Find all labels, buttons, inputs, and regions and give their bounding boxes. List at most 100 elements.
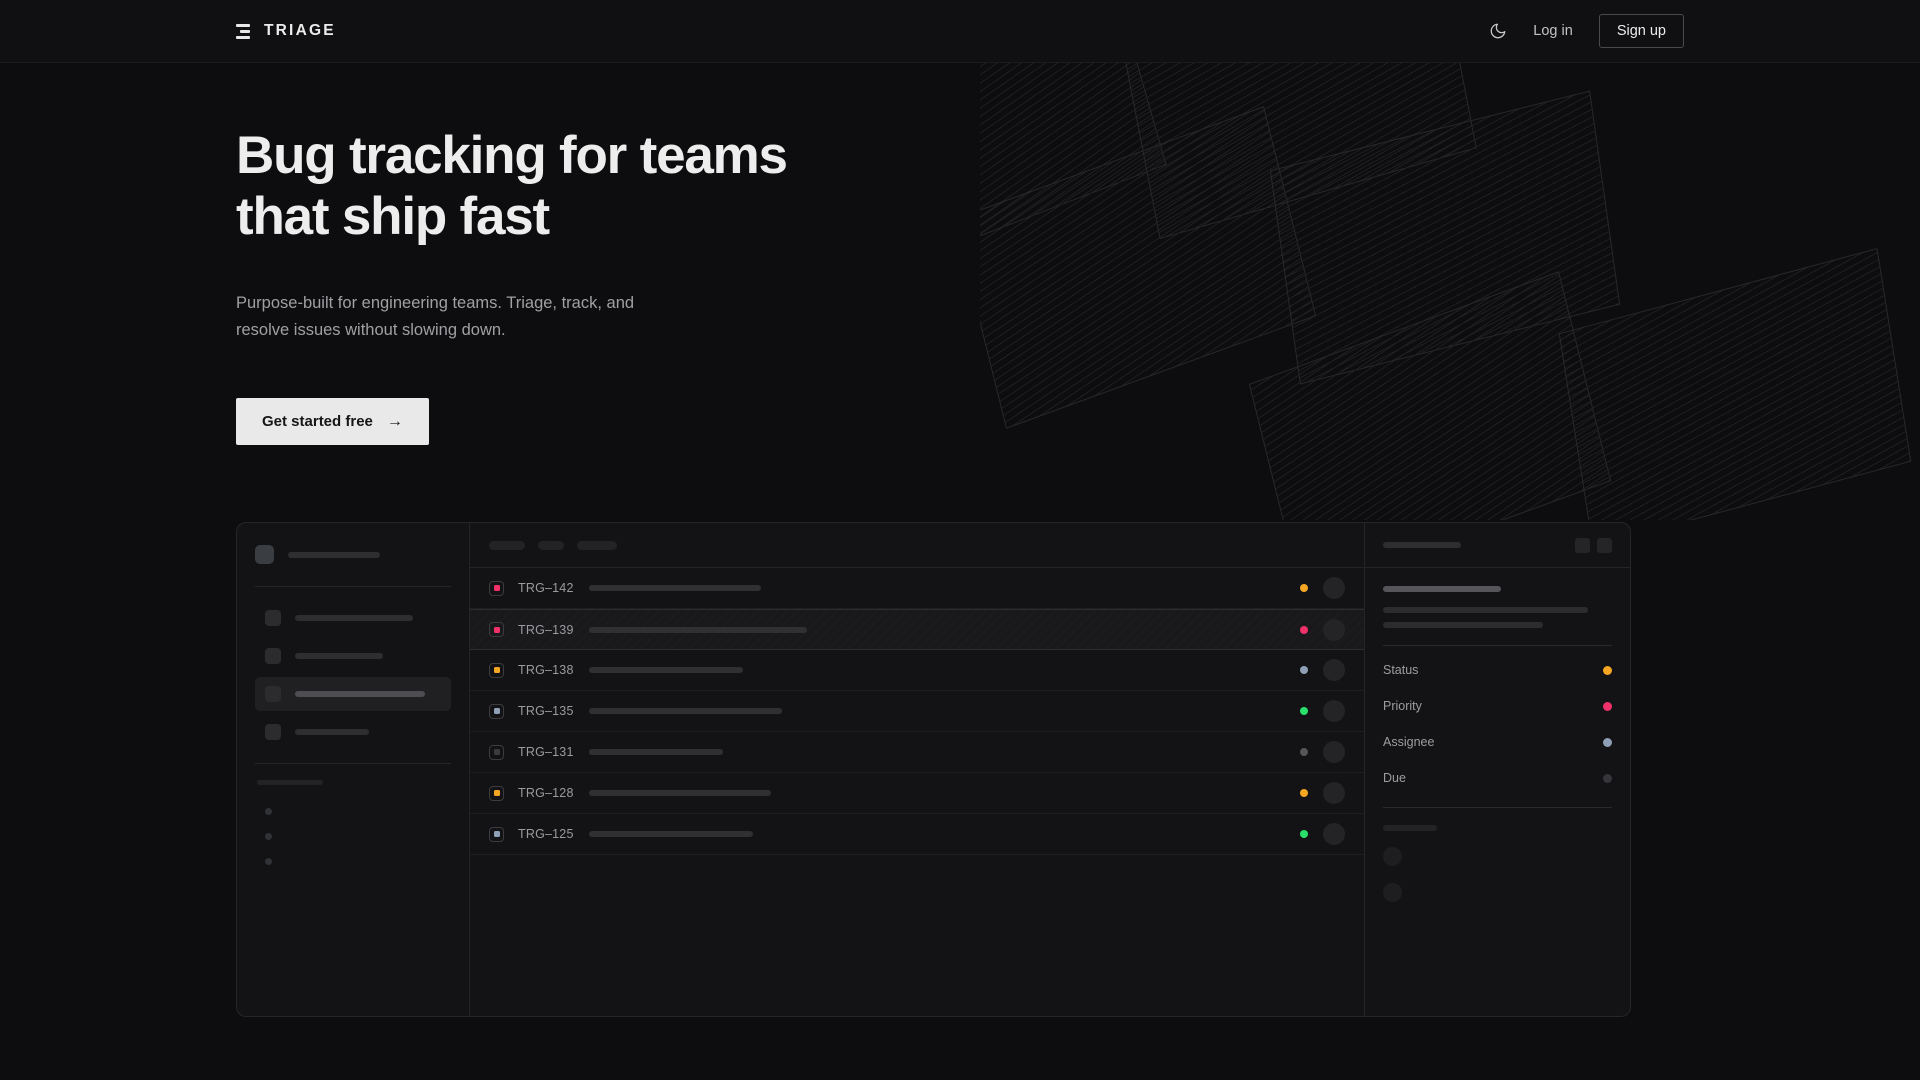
status-dot-icon bbox=[1300, 748, 1308, 756]
comments-label-placeholder bbox=[1383, 825, 1437, 831]
issue-title-placeholder bbox=[589, 831, 753, 837]
moon-icon[interactable] bbox=[1489, 22, 1507, 40]
hero-section: Bug tracking for teams that ship fast Pu… bbox=[236, 125, 787, 445]
table-row[interactable]: TRG–135 bbox=[470, 691, 1364, 732]
detail-divider bbox=[1383, 645, 1612, 646]
detail-property-row[interactable]: Due bbox=[1383, 771, 1612, 785]
toolbar-chip[interactable] bbox=[489, 541, 525, 550]
status-dot-icon bbox=[1300, 707, 1308, 715]
detail-property-row[interactable]: Assignee bbox=[1383, 735, 1612, 749]
table-row[interactable]: TRG–139 bbox=[470, 609, 1364, 650]
ribbon-shape bbox=[1249, 271, 1611, 520]
nav-actions: Log in Sign up bbox=[1489, 14, 1684, 48]
detail-heading-placeholder bbox=[1383, 586, 1501, 592]
sidebar-item[interactable] bbox=[255, 715, 451, 749]
property-value-dot-icon bbox=[1603, 738, 1612, 747]
toolbar-chip[interactable] bbox=[538, 541, 564, 550]
hero-subtitle: Purpose-built for engineering teams. Tri… bbox=[236, 290, 787, 343]
ribbon-shape bbox=[1270, 91, 1620, 385]
arrow-right-icon: → bbox=[387, 414, 403, 430]
issue-id: TRG–138 bbox=[518, 663, 574, 677]
sidebar-item-label-placeholder bbox=[295, 653, 383, 659]
ribbon-shape bbox=[980, 106, 1316, 429]
issue-rows: TRG–142TRG–139TRG–138TRG–135TRG–131TRG–1… bbox=[470, 568, 1364, 855]
detail-panel-header bbox=[1365, 523, 1630, 568]
table-row[interactable]: TRG–125 bbox=[470, 814, 1364, 855]
get-started-button[interactable]: Get started free → bbox=[236, 398, 429, 445]
detail-text-placeholder bbox=[1383, 607, 1588, 613]
sidebar-project-list bbox=[255, 799, 451, 874]
project-dot-icon bbox=[265, 833, 272, 840]
issue-id: TRG–125 bbox=[518, 827, 574, 841]
table-row[interactable]: TRG–138 bbox=[470, 650, 1364, 691]
detail-property-row[interactable]: Status bbox=[1383, 663, 1612, 677]
ribbon-shape bbox=[1559, 248, 1912, 520]
property-value-dot-icon bbox=[1603, 666, 1612, 675]
issue-title-placeholder bbox=[589, 790, 771, 796]
sidebar-divider bbox=[255, 586, 451, 587]
sidebar-item-icon bbox=[265, 686, 281, 702]
issue-title-placeholder bbox=[589, 627, 807, 633]
avatar bbox=[1323, 619, 1345, 641]
sidebar-workspace-header[interactable] bbox=[255, 545, 451, 564]
issue-id: TRG–128 bbox=[518, 786, 574, 800]
priority-icon[interactable] bbox=[489, 786, 504, 801]
table-row[interactable]: TRG–142 bbox=[470, 568, 1364, 609]
priority-icon[interactable] bbox=[489, 581, 504, 596]
issue-id: TRG–135 bbox=[518, 704, 574, 718]
app-preview-mockup: TRG–142TRG–139TRG–138TRG–135TRG–131TRG–1… bbox=[236, 522, 1631, 1017]
detail-description-placeholder bbox=[1383, 607, 1612, 628]
sidebar-item-active[interactable] bbox=[255, 677, 451, 711]
sidebar-item-icon bbox=[265, 610, 281, 626]
detail-title-placeholder bbox=[1383, 542, 1461, 548]
ribbon-shape bbox=[1123, 40, 1477, 239]
issue-id: TRG–139 bbox=[518, 623, 574, 637]
sidebar-item[interactable] bbox=[255, 639, 451, 673]
priority-icon[interactable] bbox=[489, 663, 504, 678]
issue-title-placeholder bbox=[589, 585, 761, 591]
mockup-detail-panel: StatusPriorityAssigneeDue bbox=[1364, 523, 1630, 1016]
table-row[interactable]: TRG–128 bbox=[470, 773, 1364, 814]
table-row[interactable]: TRG–131 bbox=[470, 732, 1364, 773]
sidebar-item-label-placeholder bbox=[295, 691, 425, 697]
square-icon[interactable] bbox=[1597, 538, 1612, 553]
sidebar-project-item[interactable] bbox=[255, 824, 451, 849]
ribbon-shape bbox=[980, 40, 1167, 269]
brand-name: TRIAGE bbox=[264, 22, 336, 40]
toolbar-chip[interactable] bbox=[577, 541, 617, 550]
property-label: Priority bbox=[1383, 699, 1422, 713]
avatar bbox=[1323, 659, 1345, 681]
signup-button[interactable]: Sign up bbox=[1599, 14, 1684, 48]
issue-id: TRG–131 bbox=[518, 745, 574, 759]
sidebar-item-icon bbox=[265, 724, 281, 740]
priority-icon[interactable] bbox=[489, 827, 504, 842]
workspace-name-placeholder bbox=[288, 552, 380, 558]
priority-icon[interactable] bbox=[489, 745, 504, 760]
priority-icon[interactable] bbox=[489, 704, 504, 719]
status-dot-icon bbox=[1300, 584, 1308, 592]
login-link[interactable]: Log in bbox=[1533, 23, 1573, 39]
status-dot-icon bbox=[1300, 830, 1308, 838]
priority-icon[interactable] bbox=[489, 622, 504, 637]
property-value-dot-icon bbox=[1603, 702, 1612, 711]
decorative-ribbons bbox=[980, 40, 1920, 520]
sidebar-project-item[interactable] bbox=[255, 799, 451, 824]
page-title: Bug tracking for teams that ship fast bbox=[236, 125, 787, 248]
comments-list bbox=[1383, 847, 1612, 902]
status-dot-icon bbox=[1300, 789, 1308, 797]
sidebar-project-item[interactable] bbox=[255, 849, 451, 874]
sidebar-item[interactable] bbox=[255, 601, 451, 635]
brand-logo[interactable]: TRIAGE bbox=[236, 22, 336, 40]
issue-title-placeholder bbox=[589, 708, 782, 714]
issue-id: TRG–142 bbox=[518, 581, 574, 595]
sidebar-divider bbox=[255, 763, 451, 764]
sidebar-nav-list bbox=[255, 601, 451, 749]
square-icon[interactable] bbox=[1575, 538, 1590, 553]
workspace-avatar-icon bbox=[255, 545, 274, 564]
issue-title-placeholder bbox=[589, 749, 723, 755]
property-label: Status bbox=[1383, 663, 1418, 677]
avatar bbox=[1323, 823, 1345, 845]
detail-property-row[interactable]: Priority bbox=[1383, 699, 1612, 713]
sidebar-item-label-placeholder bbox=[295, 729, 369, 735]
